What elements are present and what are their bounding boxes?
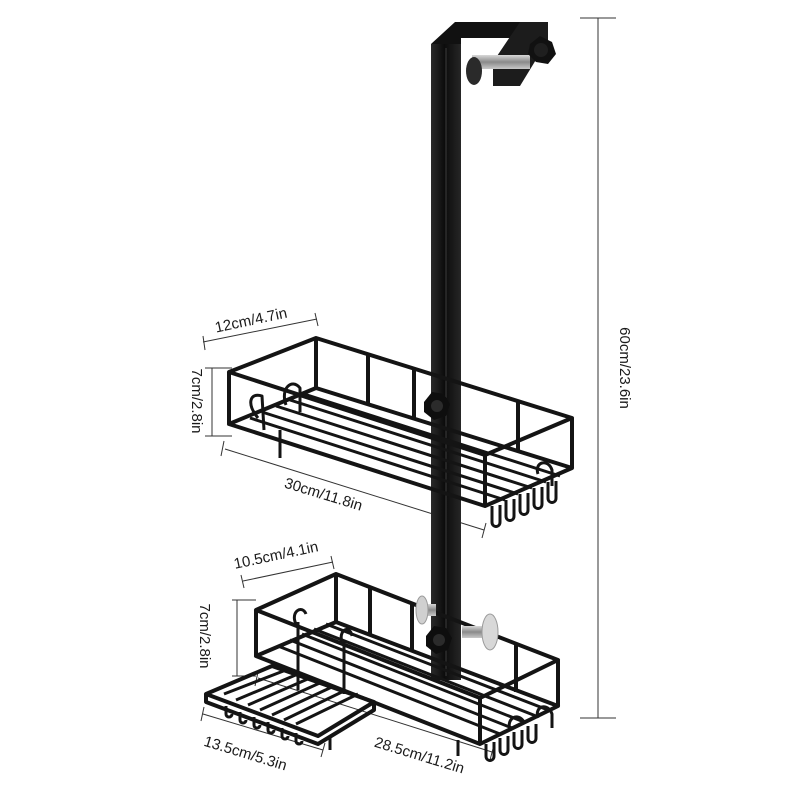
shower-caddy-illustration: [204, 22, 574, 762]
total-height-label: 60cm/23.6in: [616, 327, 633, 409]
upper-width-label: 30cm/11.8in: [282, 475, 364, 515]
suction-cups: [415, 595, 499, 651]
lower-height-dimension: [232, 599, 256, 677]
upper-depth-dimension: [202, 312, 319, 351]
total-height-dimension: [580, 17, 616, 719]
soap-dish-width-label: 13.5cm/5.3in: [202, 733, 289, 774]
lower-width-label: 28.5cm/11.2in: [372, 734, 466, 777]
lower-height-label: 7cm/2.8in: [196, 603, 213, 668]
upper-height-dimension: [205, 367, 232, 437]
clamp-screw: [466, 36, 556, 85]
lower-basket: [254, 572, 560, 762]
soap-dish-width-dimension: [200, 706, 326, 758]
upper-depth-label: 12cm/4.7in: [213, 305, 288, 337]
upper-height-label: 7cm/2.8in: [188, 368, 205, 433]
upper-basket: [227, 336, 574, 528]
soap-dish: [204, 664, 376, 750]
lower-depth-dimension: [240, 555, 335, 589]
